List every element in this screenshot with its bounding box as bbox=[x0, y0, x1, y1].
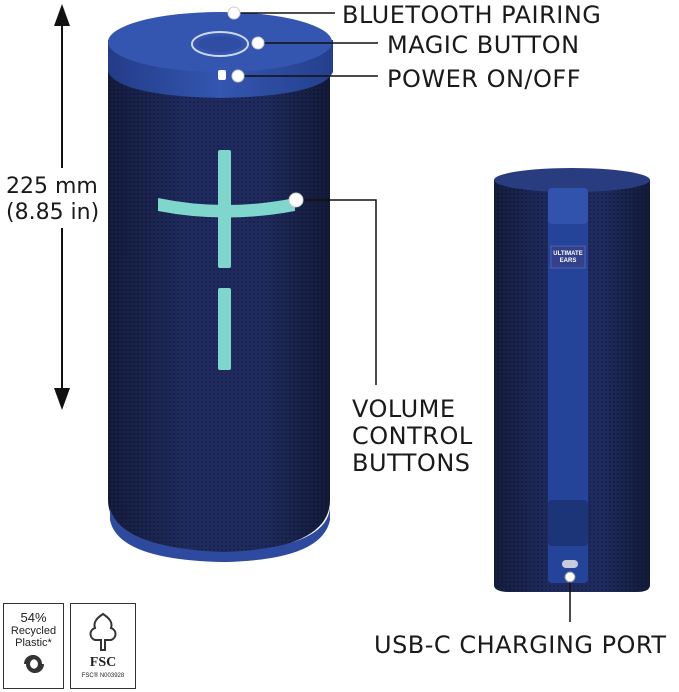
dimension-imperial: (8.85 in) bbox=[6, 200, 100, 225]
speaker-front bbox=[108, 12, 333, 562]
dimension-metric: 225 mm bbox=[6, 174, 98, 199]
volume-label-line2: CONTROL bbox=[352, 422, 473, 450]
volume-label-line3: BUTTONS bbox=[352, 449, 471, 477]
tree-icon bbox=[89, 612, 117, 651]
fsc-badge: FSC FSC® N003928 bbox=[70, 603, 136, 689]
recycled-plastic-badge: 54% Recycled Plastic* bbox=[3, 603, 64, 689]
power-label: POWER ON/OFF bbox=[387, 65, 581, 93]
magic-button-label: MAGIC BUTTON bbox=[387, 31, 580, 59]
volume-plus-icon bbox=[158, 150, 295, 268]
callout-lines bbox=[227, 6, 576, 622]
volume-label-line1: VOLUME bbox=[352, 395, 456, 423]
brand-label: ULTIMATE EARS bbox=[553, 251, 583, 264]
bluetooth-pairing-label: BLUETOOTH PAIRING bbox=[342, 1, 602, 29]
speaker-back bbox=[494, 168, 650, 592]
usb-charging-label: USB-C CHARGING PORT bbox=[374, 631, 667, 659]
dimension-arrow bbox=[20, 4, 108, 410]
recycle-icon bbox=[23, 655, 44, 673]
volume-minus-icon bbox=[218, 288, 231, 370]
